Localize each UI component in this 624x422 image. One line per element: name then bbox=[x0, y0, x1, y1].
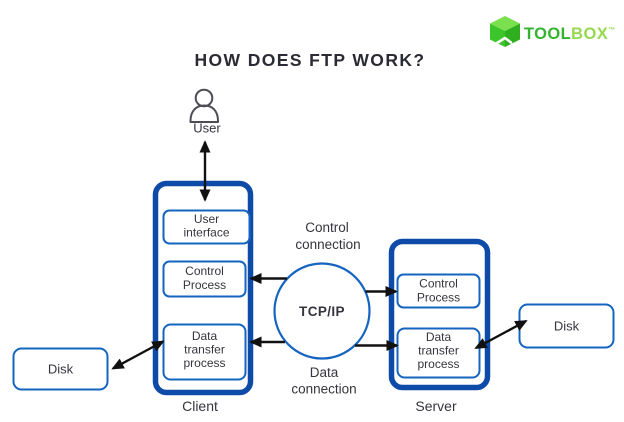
server-control-process-label-line1: Control bbox=[419, 277, 458, 291]
client-data-transfer-label-line1: Data bbox=[192, 329, 218, 343]
user-icon bbox=[189, 88, 219, 123]
client-label: Client bbox=[182, 398, 218, 414]
client-data-transfer-label-line2: transfer bbox=[184, 343, 225, 357]
user-label: User bbox=[193, 121, 221, 136]
client-user-interface-label-line1: User bbox=[194, 212, 219, 226]
control-connection-label-line2: connection bbox=[295, 237, 360, 252]
disk-left-box bbox=[12, 347, 109, 391]
disk-right-label: Disk bbox=[554, 319, 580, 334]
disk-right-arrow bbox=[474, 319, 528, 350]
server-data-transfer-label-line2: transfer bbox=[418, 344, 459, 358]
tcpip-circle bbox=[273, 262, 371, 360]
logo-text-primary: TOOL bbox=[524, 25, 571, 43]
disk-left-arrow bbox=[111, 340, 165, 370]
client-control-process-label-line2: Process bbox=[183, 278, 226, 292]
client-control-process-box bbox=[162, 260, 247, 298]
control-connection-label-line1: Control bbox=[305, 220, 349, 235]
client-user-interface-box bbox=[162, 209, 251, 245]
data-connection-label-line2: connection bbox=[291, 382, 356, 397]
page-title: HOW DOES FTP WORK? bbox=[195, 50, 426, 70]
client-control-process-label-line1: Control bbox=[185, 264, 224, 278]
toolbox-logo: TOOLBOX™ bbox=[490, 16, 616, 47]
logo-text: TOOLBOX™ bbox=[524, 25, 616, 43]
server-control-process-label-line2: Process bbox=[417, 291, 460, 305]
server-data-transfer-label-line1: Data bbox=[426, 330, 452, 344]
tcpip-label: TCP/IP bbox=[299, 304, 345, 319]
logo-trademark: ™ bbox=[608, 27, 615, 34]
cube-icon bbox=[490, 16, 520, 47]
disk-left-label: Disk bbox=[48, 362, 74, 377]
server-data-transfer-label-line3: process bbox=[417, 357, 459, 371]
cube-arrow-mark bbox=[495, 36, 513, 45]
client-data-transfer-label-line3: process bbox=[183, 356, 225, 370]
client-user-interface-label-line2: interface bbox=[183, 226, 229, 240]
data-connection-label-line1: Data bbox=[310, 365, 339, 380]
logo-text-secondary: BOX bbox=[571, 25, 608, 43]
server-data-transfer-box bbox=[396, 327, 481, 379]
server-label: Server bbox=[415, 398, 457, 414]
